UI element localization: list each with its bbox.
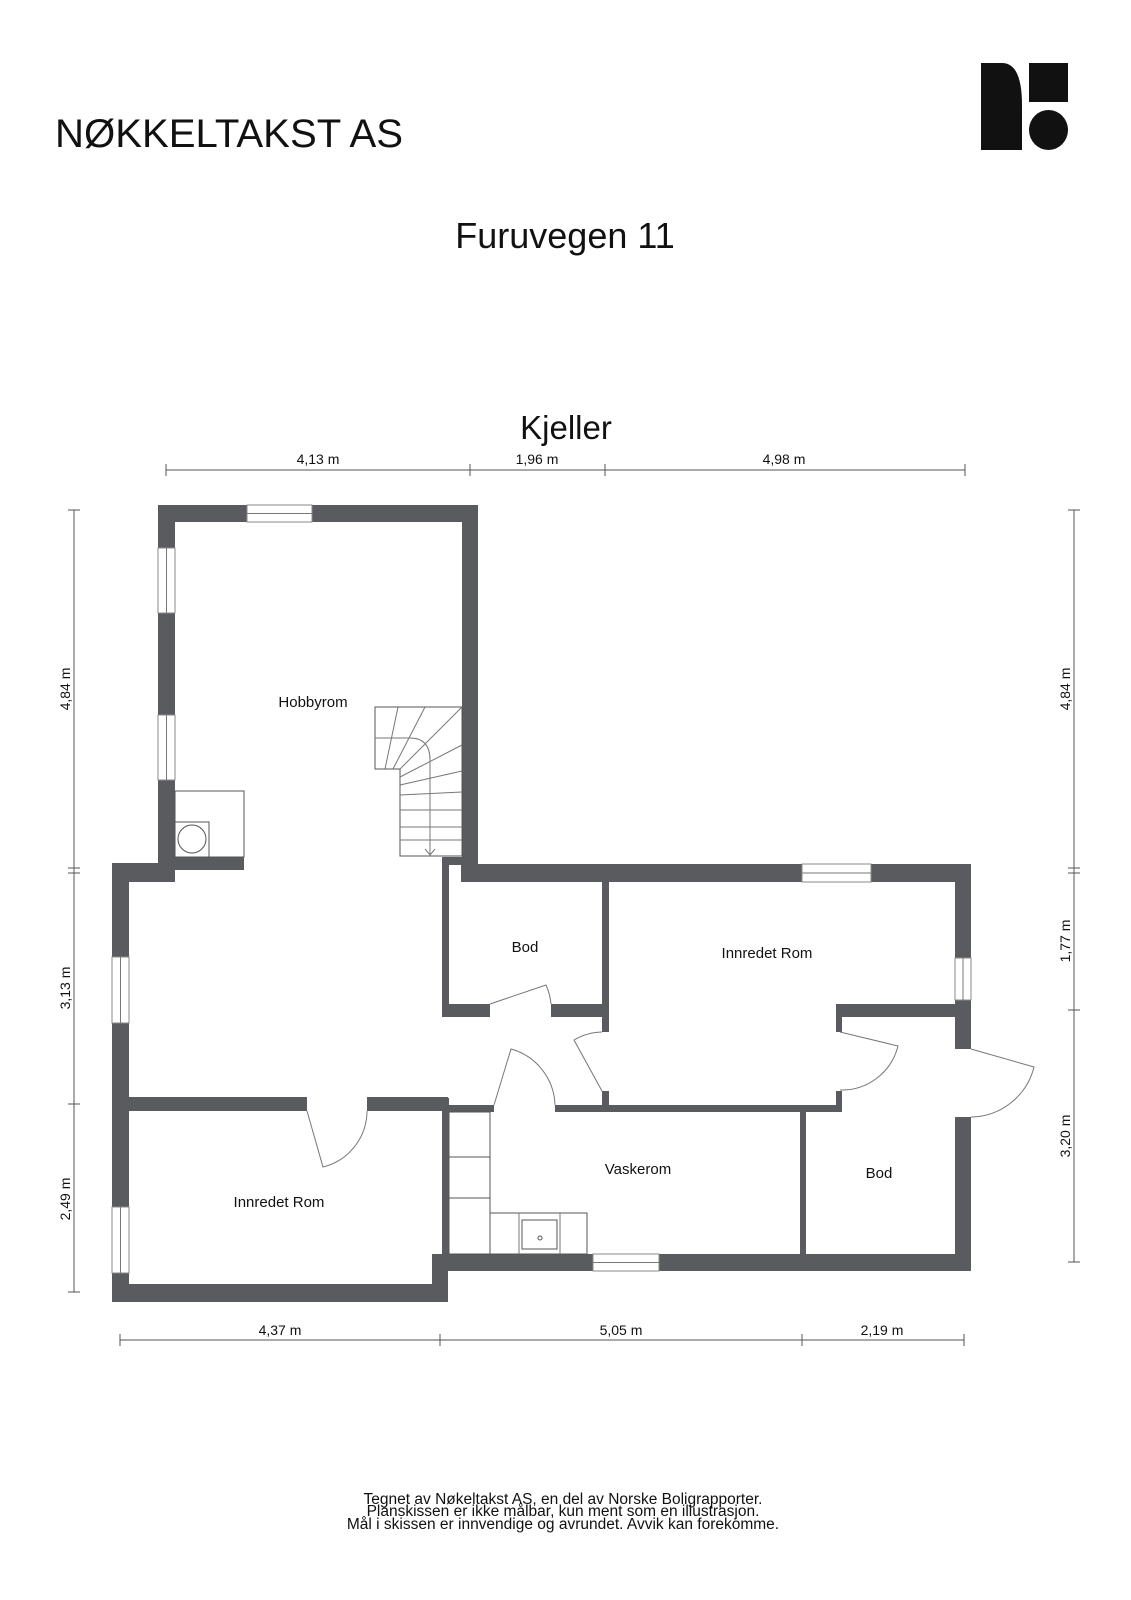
laundry-cabinets: [448, 1111, 588, 1255]
room-label-vaskerom: Vaskerom: [605, 1161, 671, 1178]
window: [801, 863, 872, 883]
boiler: [174, 790, 245, 858]
dim-label: 3,20 m: [1057, 1115, 1073, 1158]
room-label-bod-lower: Bod: [866, 1165, 893, 1182]
window: [157, 714, 176, 781]
footer-line-2: Planskissen er ikke målbar, kun ment som…: [367, 1503, 760, 1520]
door-swing: [839, 1031, 899, 1091]
window: [954, 957, 972, 1001]
staircase: [374, 706, 463, 857]
door-swing: [489, 984, 552, 1005]
dim-label: 1,96 m: [516, 451, 559, 467]
dim-label: 4,84 m: [1057, 668, 1073, 711]
logo-circle-shape: [1029, 110, 1068, 150]
footer-line-1: Tegnet av Nøkeltakst AS, en del av Norsk…: [364, 1491, 763, 1508]
window: [111, 1206, 130, 1274]
dimension-right: 4,84 m 1,77 m 3,20 m: [1057, 509, 1080, 1263]
stair-arrow-icon: [375, 737, 436, 856]
doors: [306, 984, 1035, 1168]
windows: [111, 504, 972, 1274]
logo-square-shape: [1029, 63, 1068, 102]
company-name: NØKKELTAKST AS: [55, 112, 403, 156]
dim-label: 2,19 m: [861, 1322, 904, 1338]
door-swing: [970, 1048, 1035, 1118]
dim-label: 2,49 m: [57, 1178, 73, 1221]
door-swing: [306, 1110, 368, 1168]
address-title: Furuvegen 11: [455, 215, 674, 256]
floor-title: Kjeller: [520, 409, 612, 446]
sink-icon: [521, 1219, 558, 1250]
footer-line-3: Mål i skissen er innvendige og avrundet.…: [347, 1516, 779, 1533]
dimension-top: 4,13 m 1,96 m 4,98 m: [165, 451, 966, 476]
dim-label: 4,37 m: [259, 1322, 302, 1338]
door-swing: [573, 1031, 603, 1092]
room-label-bod-upper: Bod: [512, 939, 539, 956]
window: [246, 504, 313, 523]
dim-label: 4,13 m: [297, 451, 340, 467]
window: [157, 547, 176, 614]
dimension-bottom: 4,37 m 5,05 m 2,19 m: [119, 1322, 965, 1346]
dim-label: 5,05 m: [600, 1322, 643, 1338]
room-label-innredet-rom-right: Innredet Rom: [722, 945, 813, 962]
room-label-innredet-rom-left: Innredet Rom: [234, 1194, 325, 1211]
window: [111, 956, 130, 1024]
door-swing: [493, 1048, 556, 1106]
dimension-left: 4,84 m 3,13 m 2,49 m: [57, 509, 80, 1293]
dim-label: 4,98 m: [763, 451, 806, 467]
dim-label: 1,77 m: [1057, 920, 1073, 963]
dim-label: 3,13 m: [57, 967, 73, 1010]
window: [592, 1253, 660, 1272]
walls: [112, 505, 971, 1302]
company-logo: [981, 63, 1068, 150]
room-label-hobbyrom: Hobbyrom: [278, 694, 347, 711]
dim-label: 4,84 m: [57, 668, 73, 711]
logo-arch-shape: [981, 63, 1022, 150]
